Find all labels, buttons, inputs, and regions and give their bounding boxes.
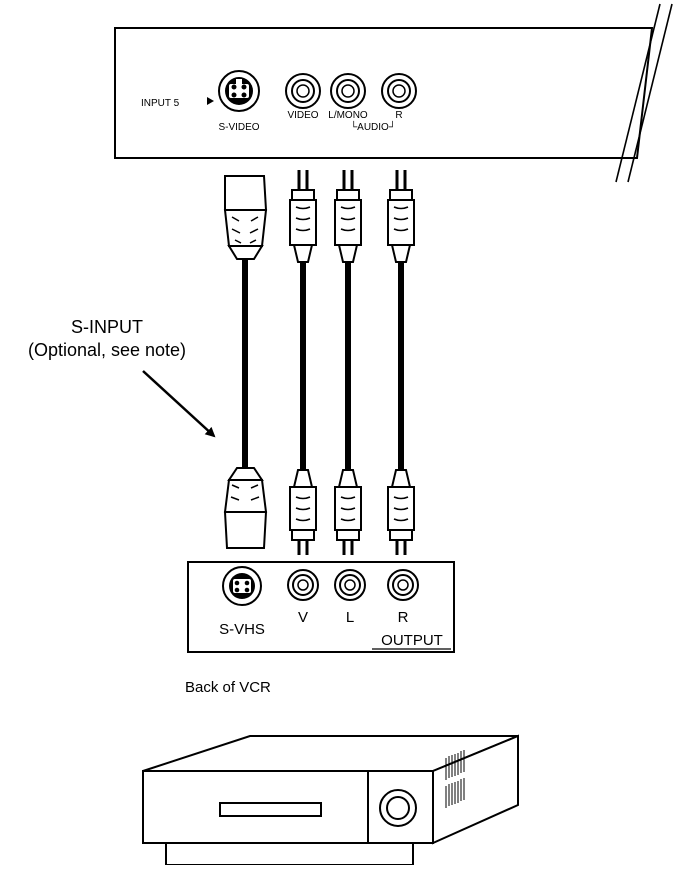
tv-audio-label: └AUDIO┘ <box>350 120 396 133</box>
tv-audio-left-jack[interactable] <box>330 73 366 109</box>
vcr-vent-icon <box>445 750 465 808</box>
callout-title: S-INPUT <box>71 317 143 337</box>
vcr-illustration <box>142 734 519 866</box>
svideo-plug-top[interactable] <box>223 175 268 260</box>
vcr-side-face <box>432 734 519 845</box>
vcr-back-panel: S-VHS V L R OUTPUT <box>187 561 455 653</box>
tv-svideo-label: S-VIDEO <box>218 122 259 133</box>
vcr-base <box>165 842 414 866</box>
vcr-svhs-label: S-VHS <box>219 621 265 638</box>
input-pointer-icon <box>207 97 214 105</box>
vcr-output-label: OUTPUT <box>381 632 443 649</box>
vcr-v-label: V <box>298 609 308 626</box>
svideo-cable <box>223 175 268 549</box>
rca-cable-video <box>289 170 317 555</box>
rca-cable-audio-left <box>334 170 362 555</box>
rca-cable-audio-right <box>387 170 415 555</box>
tv-break-line-right <box>627 3 673 183</box>
svideo-plug-bottom[interactable] <box>223 467 268 549</box>
vcr-cassette-slot-icon <box>219 802 322 817</box>
vcr-video-jack[interactable] <box>287 569 319 601</box>
tv-back-panel: INPUT 5 S-VIDEO VIDEO L/MONO <box>114 3 673 183</box>
tv-video-jack[interactable] <box>285 73 321 109</box>
callout-note: (Optional, see note) <box>28 340 186 360</box>
tv-svideo-jack[interactable] <box>218 70 260 112</box>
vcr-r-label: R <box>398 609 409 626</box>
vcr-audio-left-jack[interactable] <box>334 569 366 601</box>
vcr-svhs-jack[interactable] <box>222 566 262 606</box>
tv-r-label: R <box>395 110 402 121</box>
callout-arrow <box>142 370 216 438</box>
tv-input-label: INPUT 5 <box>141 98 180 109</box>
vcr-caption: Back of VCR <box>185 679 271 696</box>
tv-lmono-label: L/MONO <box>328 110 368 121</box>
tv-video-label: VIDEO <box>287 110 318 121</box>
tv-audio-right-jack[interactable] <box>381 73 417 109</box>
vcr-audio-right-jack[interactable] <box>387 569 419 601</box>
vcr-l-label: L <box>346 609 354 626</box>
tv-break-line-left <box>615 3 661 183</box>
